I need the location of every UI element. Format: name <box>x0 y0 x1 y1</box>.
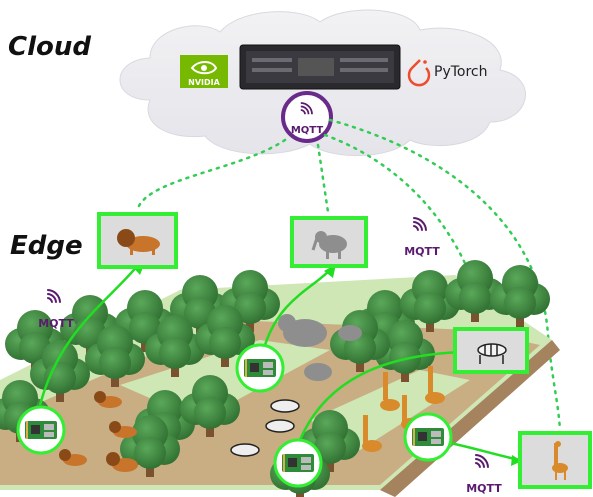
nvidia-text: NVIDIA <box>188 78 220 87</box>
link-elephant <box>316 143 330 214</box>
frame-zebra <box>453 327 529 374</box>
pytorch-text: PyTorch <box>434 64 487 80</box>
cloud-label: Cloud <box>8 32 91 62</box>
mqtt-icon <box>474 453 490 469</box>
mqtt-broker: MQTT <box>281 91 333 143</box>
arrow-lion <box>38 264 139 406</box>
raspberry-pi-3 <box>273 438 323 488</box>
zebra-icon <box>477 343 507 364</box>
link-lion <box>136 138 287 210</box>
mqtt-badge-text: MQTT <box>38 317 74 330</box>
giraffe-icon <box>552 441 568 480</box>
lion-icon <box>117 229 160 255</box>
edge-label: Edge <box>10 231 83 261</box>
frame-lion <box>97 212 178 269</box>
pytorch-logo: PyTorch <box>407 59 487 87</box>
frame-elephant <box>290 216 368 268</box>
elephant-icon <box>311 231 347 259</box>
mqtt-icon <box>412 216 428 232</box>
arrow-elephant <box>263 269 331 346</box>
frame-giraffe <box>518 431 592 489</box>
nvidia-logo: NVIDIA <box>180 55 228 88</box>
server-icon <box>239 44 401 90</box>
mqtt-broker-text: MQTT <box>291 125 324 136</box>
arrow-zebra <box>298 350 461 441</box>
ground-animals <box>59 314 445 472</box>
mqtt-badge-3: MQTT <box>466 453 502 495</box>
link-zebra <box>323 133 488 327</box>
mqtt-badge-2: MQTT <box>404 216 440 258</box>
raspberry-pi-2 <box>235 343 285 393</box>
mqtt-badge-text: MQTT <box>404 245 440 258</box>
mqtt-badge-1: MQTT <box>38 288 74 330</box>
mqtt-icon <box>46 288 62 304</box>
mqtt-badge-text: MQTT <box>466 482 502 495</box>
raspberry-pi-4 <box>403 412 453 462</box>
raspberry-pi-1 <box>16 405 66 455</box>
